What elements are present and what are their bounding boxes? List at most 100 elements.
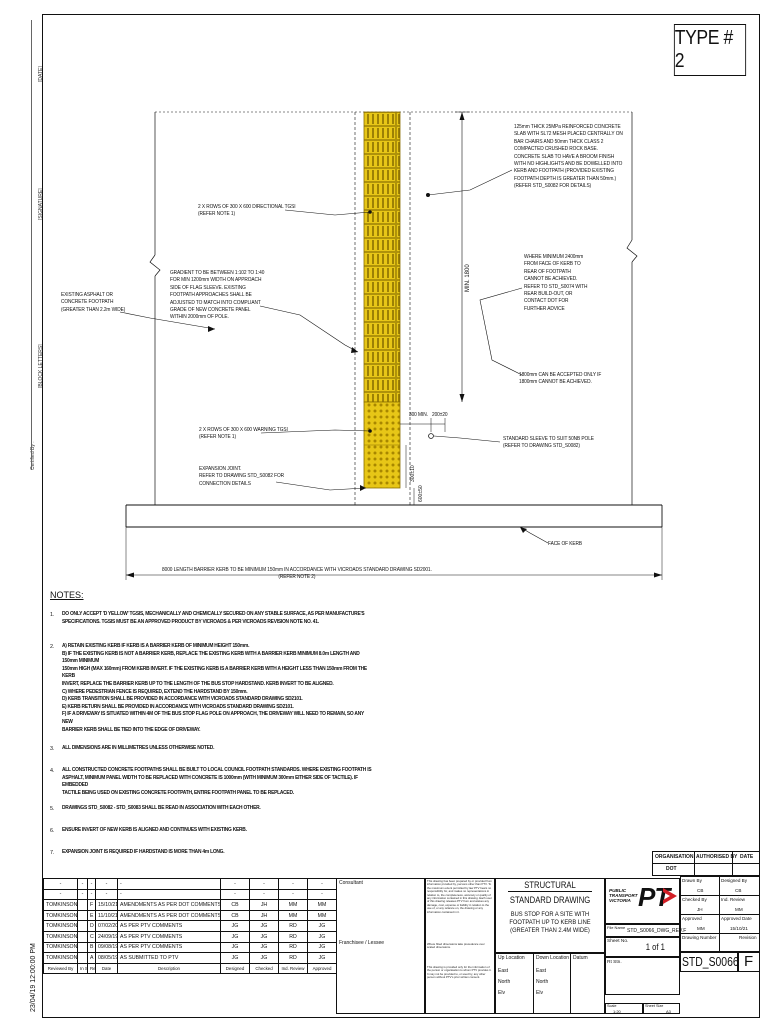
callout-where-minimum: WHERE MINIMUM 2400mm FROM FACE OF KERB T…: [524, 254, 588, 312]
callout-directional-tgsi: 2 X ROWS OF 300 X 600 DIRECTIONAL TGSI (…: [198, 204, 296, 218]
revision-cell-ind: MM: [278, 909, 308, 922]
title-box: [495, 878, 605, 953]
revision-header-ind: Ind. Review: [278, 962, 308, 975]
note-number: 6.: [50, 828, 55, 834]
revision-cell-by: -: [77, 878, 88, 890]
revision-cell-approved: JG: [307, 941, 337, 954]
up-north-label: North: [498, 979, 511, 985]
revision-cell-designed: -: [220, 878, 250, 890]
revision-cell-rev: A: [87, 952, 96, 964]
revision-cell-approved: -: [307, 878, 337, 890]
down-location-label: Down Location: [536, 955, 570, 961]
sheetsize-label: Sheet Size: [645, 1004, 664, 1008]
revision-cell-designed: JG: [220, 952, 250, 964]
revision-cell-checked: -: [249, 888, 279, 901]
up-east-label: East: [498, 968, 509, 974]
revision-header-by: In Serv: [77, 962, 88, 975]
dim-300-min: 300 MIN.: [409, 412, 428, 418]
revision-cell-desc: AMENDMENTS AS PER DOT COMMENTS: [117, 899, 221, 911]
drawn-by-value: CB: [697, 888, 704, 893]
ptv-logo-text: PUBLIC TRANSPORT VICTORIA: [609, 888, 638, 903]
down-east-label: East: [536, 968, 547, 974]
revision-cell-ind: RD: [278, 920, 308, 932]
scale-value: 1:20: [613, 1009, 621, 1014]
designed-by-value: CB: [735, 888, 742, 893]
revision-cell-desc: AS SUBMITTED TO PTV: [117, 952, 221, 964]
revision-cell-rev: -: [87, 878, 96, 890]
revision-cell-ind: -: [278, 878, 308, 890]
datum-label: Datum: [573, 955, 588, 961]
designed-by-label: Designed By: [721, 878, 748, 883]
revision-cell-designed: JG: [220, 930, 250, 943]
dim-600-50: 600±50: [418, 485, 424, 502]
location-box: [495, 953, 605, 1014]
checked-by-label: Checked By: [682, 897, 707, 902]
disclaimer-text-2: Where fitted dimensions take precedence …: [427, 942, 485, 950]
approved-date-value: 15/10/21: [730, 926, 748, 931]
revision-cell-reviewed: TOMKINSON: [43, 920, 78, 932]
revision-cell-reviewed: -: [43, 888, 78, 901]
timestamp-label: 23/04/19 12:00:00 PM: [30, 943, 37, 1012]
revision-cell-date: 08/05/19: [95, 952, 118, 964]
note-number: 1.: [50, 612, 55, 618]
type-label: TYPE # 2: [673, 24, 747, 76]
revision-cell-ind: RD: [278, 952, 308, 964]
sheetsize-value: A3: [666, 1009, 671, 1014]
note-text: ALL CONSTRUCTED CONCRETE FOOTPATHS SHALL…: [62, 767, 372, 796]
revision-cell-checked: JH: [249, 909, 279, 922]
org-header-divider: [652, 863, 760, 864]
dim-300-10: 300±10: [410, 465, 416, 482]
title-subtitle: STANDARD DRAWING: [509, 895, 591, 905]
revision-row: ---------: [43, 888, 337, 901]
drawing-number-box: [680, 952, 738, 972]
up-elev-label: Elv: [498, 990, 505, 996]
revision-cell-date: 11/10/21: [95, 909, 118, 922]
plan-drawing: [119, 111, 663, 580]
ind-review-label: Ind. Review: [721, 897, 746, 902]
note-number: 4.: [50, 768, 55, 774]
title-category: STRUCTURAL: [524, 880, 576, 890]
consultant-box: [336, 878, 425, 1014]
org-authorised-label: AUTHORISED BY: [696, 854, 738, 860]
title-category-underline: [508, 891, 592, 892]
sheet-of: of: [652, 942, 659, 952]
ptv-logo-chevron: [663, 888, 677, 904]
revision-cell-date: 07/02/20: [95, 920, 118, 932]
revision-cell-approved: JG: [307, 952, 337, 964]
revision-cell-approved: -: [307, 888, 337, 901]
checked-by-value: JH: [697, 907, 703, 912]
note-text: ALL DIMENSIONS ARE IN MILLIMETRES UNLESS…: [62, 745, 215, 751]
revision-cell-approved: JG: [307, 920, 337, 932]
revision-cell-reviewed: TOMKINSON: [43, 899, 78, 911]
revision-cell-date: -: [95, 878, 118, 890]
note-text: A) RETAIN EXISTING KERB IF KERB IS A BAR…: [62, 643, 367, 733]
revision-cell-desc: AS PER PTV COMMENTS: [117, 941, 221, 954]
location-divider-1: [533, 953, 534, 1014]
revision-cell-designed: CB: [220, 899, 250, 911]
note-text: EXPANSION JOINT IS REQUIRED IF HARDSTAND…: [62, 849, 225, 855]
disclaimer-box: [425, 878, 495, 1014]
revision-cell-checked: JG: [249, 930, 279, 943]
sheet-number: 1: [645, 942, 650, 952]
revision-cell-approved: MM: [307, 899, 337, 911]
note-number: 2.: [50, 644, 55, 650]
revision-cell-desc: AMENDMENTS AS PER DOT COMMENTS: [117, 909, 221, 922]
revision-cell-designed: JG: [220, 941, 250, 954]
disclaimer-text-3: This drawing is provided only for the in…: [427, 965, 492, 980]
revision-cell-designed: -: [220, 888, 250, 901]
rtstn-label: Rt Stn.: [607, 960, 622, 965]
revision-header-date: Date: [95, 962, 118, 975]
note-number: 3.: [50, 746, 55, 752]
scale-box: [605, 1003, 643, 1014]
drawing-number: STD_S0066: [682, 954, 739, 969]
revision-cell-ind: MM: [278, 899, 308, 911]
revision-cell-date: 09/08/19: [95, 941, 118, 954]
down-elev-label: Elv: [536, 990, 543, 996]
revision-cell-reviewed: TOMKINSON: [43, 909, 78, 922]
callout-face-of-kerb: FACE OF KERB: [548, 541, 582, 547]
org-date-label: DATE: [740, 854, 754, 860]
up-location-label: Up Location: [498, 955, 525, 961]
